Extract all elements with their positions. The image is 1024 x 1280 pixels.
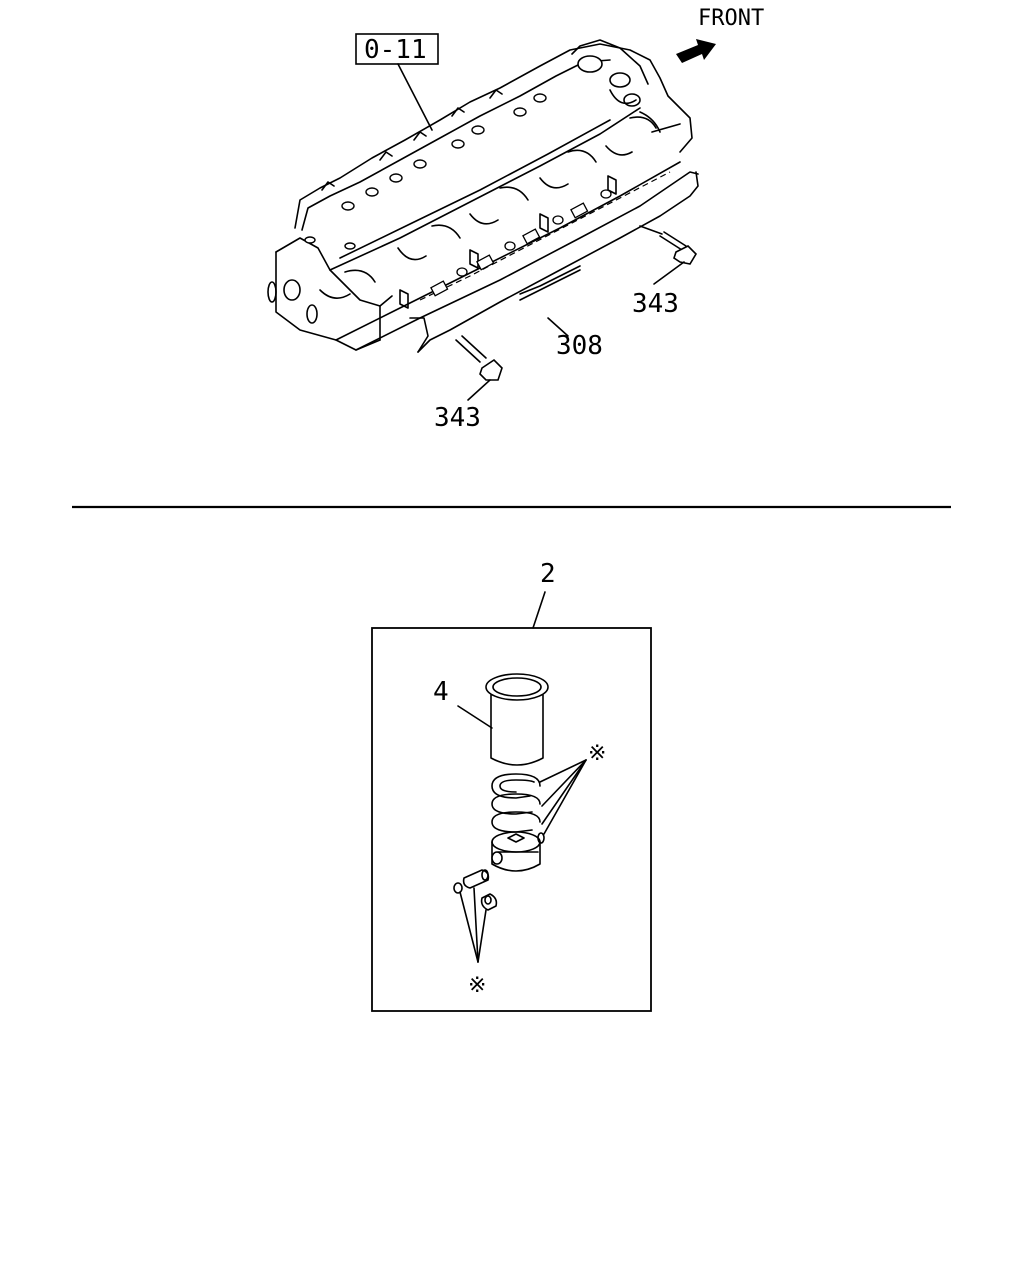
part-4-label: 4	[433, 677, 449, 707]
part-343-upper-label: 343	[632, 289, 679, 319]
leader-2	[532, 591, 546, 629]
cylinder-liner	[485, 673, 549, 766]
asterisk-upper: ※	[588, 741, 606, 766]
piston-pin	[462, 869, 490, 889]
pin-clip-left	[453, 882, 463, 894]
piston-rings	[491, 773, 541, 833]
leader-343-upper	[653, 261, 685, 285]
asterisk-leaders-upper	[539, 759, 587, 835]
leader-308	[547, 317, 569, 337]
reference-box: 0-11	[355, 33, 439, 65]
bolt-lower	[455, 335, 503, 381]
pin-clip-right	[537, 832, 545, 844]
pin-bushing	[480, 893, 498, 911]
bolt-upper	[639, 225, 698, 265]
piston	[491, 831, 541, 872]
part-2-label: 2	[540, 559, 556, 589]
leader-4	[457, 705, 493, 729]
kit-frame	[371, 627, 652, 1012]
part-308-label: 308	[556, 331, 603, 361]
reference-leader	[397, 63, 433, 131]
asterisk-leaders-lower	[459, 887, 487, 963]
front-label: FRONT	[698, 6, 764, 31]
front-arrow-icon	[676, 39, 716, 63]
asterisk-lower: ※	[468, 973, 486, 998]
leader-343-lower	[467, 379, 491, 401]
manifold-gasket	[409, 171, 699, 353]
reference-box-label: 0-11	[364, 35, 427, 65]
part-343-lower-label: 343	[434, 403, 481, 433]
